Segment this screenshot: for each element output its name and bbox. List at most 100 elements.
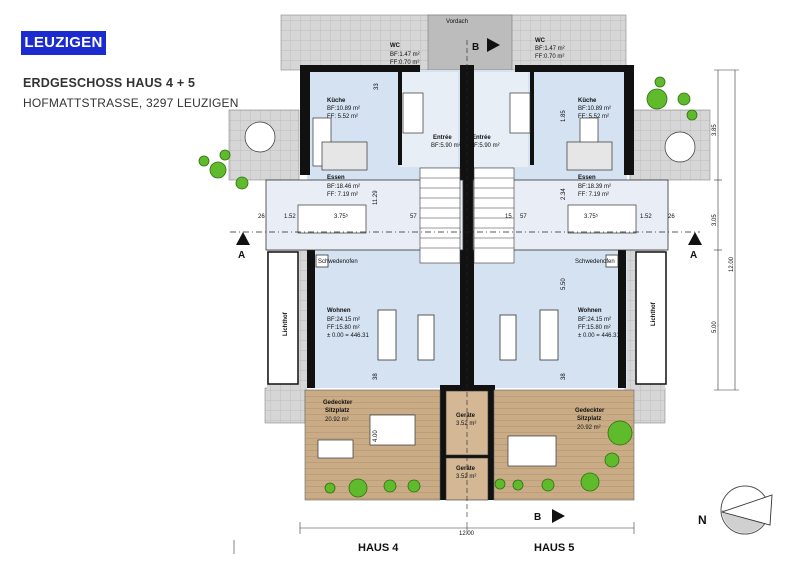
essen-left-bf: BF:18.46 m² [327, 184, 360, 190]
sitzplatz-right-area: 20.92 m² [577, 425, 601, 431]
haus-5-label: HAUS 5 [534, 542, 575, 554]
dim-375-left: 3.75⁵ [334, 213, 349, 220]
kueche-right-ff: FF: 5.52 m² [578, 114, 609, 120]
wc-right-ff: FF:0.70 m² [535, 54, 564, 60]
dim-26-right: 26 [668, 214, 675, 220]
dim-57-right: 57 [520, 214, 527, 220]
sitzplatz-left-area: 20.92 m² [325, 417, 349, 423]
dim-38-left: 38 [373, 373, 379, 380]
entree-right-name: Entrée [472, 135, 491, 141]
dim-38-right: 38 [561, 373, 567, 380]
room-labels: WC BF:1.47 m² FF:0.70 m² WC BF:1.47 m² F… [318, 38, 620, 480]
wohnen-left-ff: FF:15.80 m² [327, 325, 360, 331]
section-b-bottom-label: B [534, 512, 541, 523]
entree-left-bf: BF:5.90 m² [431, 143, 461, 149]
north-label: N [698, 513, 707, 527]
dim-right-305: 3.05 [712, 214, 718, 226]
geraete-lower-name: Geräte [456, 466, 476, 472]
dim-1129: 11.29 [373, 190, 379, 205]
essen-left-name: Essen [327, 175, 345, 181]
entree-right-bf: BF:5.90 m² [470, 143, 500, 149]
schwedenofen-right: Schwedenofen [575, 259, 615, 265]
terrace-bottom-left [264, 387, 306, 424]
interior-dimensions: 26 1.52 3.75⁵ 57 15 57 3.75⁵ 1.52 26 33 … [258, 83, 675, 442]
stairs [419, 167, 515, 264]
geraete-upper-area: 3.52 m² [456, 421, 476, 427]
right-dimension-labels: 3.85 3.05 5.00 12.00 [712, 124, 735, 333]
north-arrow-icon [720, 485, 773, 535]
essen-left-ff: FF: 7.19 m² [327, 192, 358, 198]
wohnen-right-name: Wohnen [578, 308, 602, 314]
dim-185: 1.85 [561, 110, 567, 122]
wohnen-left-bf: BF:24.15 m² [327, 317, 360, 323]
vordach [427, 14, 513, 71]
page-title: ERDGESCHOSS HAUS 4 + 5 [23, 76, 196, 90]
wohnen-right-ff: FF:15.80 m² [578, 325, 611, 331]
dim-400: 4.00 [373, 430, 379, 442]
lichthof-right [635, 251, 667, 385]
section-marker-a-right [688, 232, 702, 245]
outdoor-tables [244, 121, 696, 467]
dim-right-500: 5.00 [712, 321, 718, 333]
dim-right-total: 12.00 [729, 256, 735, 272]
stove-left [315, 254, 329, 268]
dim-15: 15 [505, 214, 512, 220]
wohnen-left-name: Wohnen [327, 308, 351, 314]
sitzplatz-right-name2: Sitzplatz [577, 416, 601, 422]
section-marker-b-top [487, 38, 500, 52]
wc-right-name: WC [535, 38, 546, 44]
trees [198, 76, 698, 498]
dim-bottom-total: 12.00 [459, 531, 475, 537]
schwedenofen-left: Schwedenofen [318, 259, 358, 265]
kitchen-units [312, 92, 613, 171]
section-marker-a-left [236, 232, 250, 245]
wc-left-name: WC [390, 43, 401, 49]
sitzplatz-right-name1: Gedeckter [575, 408, 605, 414]
dim-26-left: 26 [258, 214, 265, 220]
section-a-left-label: A [238, 250, 245, 261]
wc-right-bf: BF:1.47 m² [535, 46, 565, 52]
right-dimension-chain [714, 69, 739, 391]
dim-57-left: 57 [410, 214, 417, 220]
dim-234: 2.34 [561, 188, 567, 200]
wohnen-left-level: ± 0.00 = 446.31 [327, 333, 369, 339]
wc-left-ff: FF:0.70 m² [390, 60, 419, 66]
dim-33: 33 [374, 83, 380, 90]
dining-tables [297, 204, 637, 234]
lichthof-left [267, 251, 299, 385]
wohnen-right-bf: BF:24.15 m² [578, 317, 611, 323]
haus-4-label: HAUS 4 [358, 542, 399, 554]
geraete-lower-area: 3.52 m² [456, 474, 476, 480]
essen-right-bf: BF:18.39 m² [578, 184, 611, 190]
essen-right-ff: FF: 7.19 m² [578, 192, 609, 198]
wohnen-right-level: ± 0.00 = 446.31 [578, 333, 620, 339]
bottom-dimension [233, 522, 635, 554]
sitzplatz-left-name1: Gedeckter [323, 400, 353, 406]
dim-550: 5.50 [561, 278, 567, 290]
entree-left-name: Entrée [433, 135, 452, 141]
kueche-right-bf: BF:10.89 m² [578, 106, 611, 112]
sitzplatz-left-name2: Sitzplatz [325, 408, 349, 414]
kueche-left-ff: FF: 5.52 m² [327, 114, 358, 120]
geraete-upper-name: Geräte [456, 413, 476, 419]
wc-left-bf: BF:1.47 m² [390, 52, 420, 58]
lichthof-right-label: Lichthof [651, 301, 657, 326]
lichthof-left-label: Lichthof [283, 311, 289, 336]
kueche-left-bf: BF:10.89 m² [327, 106, 360, 112]
dim-152-left: 1.52 [284, 214, 296, 220]
dim-152-right: 1.52 [640, 214, 652, 220]
logo: LEUZIGEN [21, 31, 106, 55]
stove-right [605, 254, 619, 268]
dim-right-385: 3.85 [712, 124, 718, 136]
address: HOFMATTSTRASSE, 3297 LEUZIGEN [23, 96, 239, 110]
kueche-left-name: Küche [327, 98, 346, 104]
walls [300, 65, 634, 500]
essen-right-name: Essen [578, 175, 596, 181]
section-a-right-label: A [690, 250, 697, 261]
section-b-top-label: B [472, 42, 479, 53]
dim-375-right: 3.75⁵ [584, 213, 599, 220]
section-marker-b-bottom [552, 509, 565, 523]
sofas [377, 309, 559, 361]
vordach-label: Vordach [446, 19, 468, 25]
